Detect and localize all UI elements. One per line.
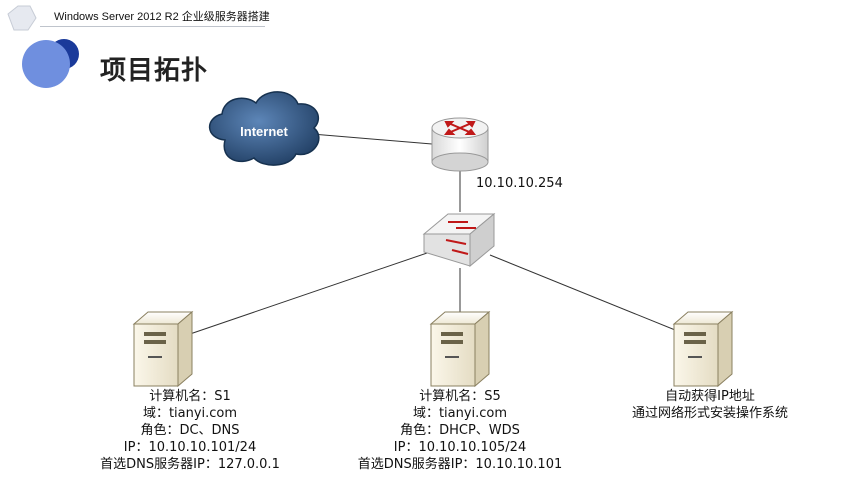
server-s5-info: 计算机名：S5 域：tianyi.com 角色：DHCP、WDS IP：10.1… (340, 388, 580, 473)
server-s5-line: IP：10.10.10.105/24 (393, 440, 527, 455)
link-switch-server-client (489, 254, 686, 335)
connection-lines (189, 132, 686, 335)
internet-label: Internet (240, 124, 288, 139)
server-icon (429, 310, 491, 388)
link-switch-server-s1 (189, 251, 431, 335)
switch-icon (422, 212, 496, 268)
router-ip-label: 10.10.10.254 (476, 176, 563, 191)
router-icon (431, 117, 489, 172)
internet-cloud-icon: Internet (208, 91, 320, 166)
server-s5-line: 计算机名：S5 (419, 389, 501, 404)
server-s5-line: 首选DNS服务器IP：10.10.10.101 (357, 457, 563, 472)
page-title: 项目拓扑 (100, 56, 209, 86)
client-server-line: 通过网络形式安装操作系统 (631, 406, 788, 421)
server-s5-line: 角色：DHCP、WDS (400, 423, 520, 438)
server-s1-info: 计算机名：S1 域：tianyi.com 角色：DC、DNS IP：10.10.… (70, 388, 310, 473)
server-s1-line: 计算机名：S1 (149, 389, 231, 404)
link-internet-router (299, 132, 433, 145)
server-s1-line: 角色：DC、DNS (140, 423, 240, 438)
title-circles-decoration-icon (22, 39, 79, 88)
client-server-info: 自动获得IP地址 通过网络形式安装操作系统 (590, 388, 830, 422)
client-server-line: 自动获得IP地址 (665, 389, 755, 404)
hexagon-decoration-icon (7, 5, 37, 31)
server-s1-line: IP：10.10.10.101/24 (123, 440, 257, 455)
server-icon (132, 310, 194, 388)
header-subtitle: Windows Server 2012 R2 企业级服务器搭建 (54, 11, 270, 23)
server-s1-line: 首选DNS服务器IP：127.0.0.1 (100, 457, 280, 472)
server-icon (672, 310, 734, 388)
header-divider (40, 26, 265, 27)
server-s5-line: 域：tianyi.com (412, 406, 508, 421)
server-s1-line: 域：tianyi.com (142, 406, 238, 421)
